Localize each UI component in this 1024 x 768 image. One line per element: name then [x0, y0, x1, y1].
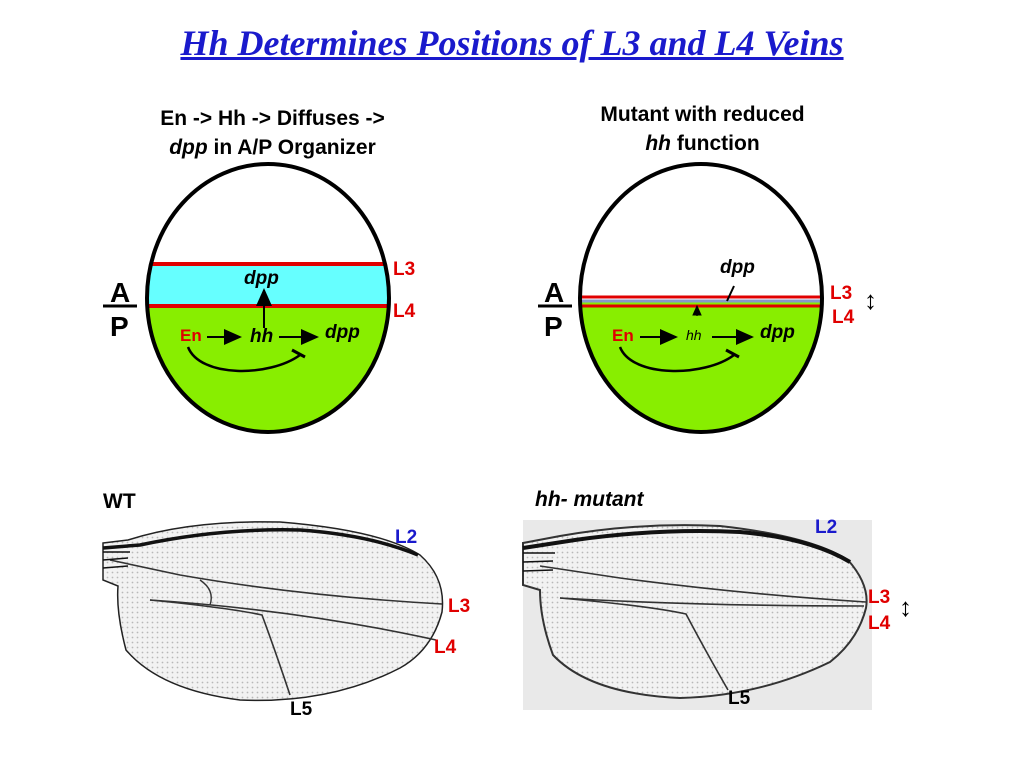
left-en-label: En [180, 326, 202, 345]
right-caption: Mutant with reduced hh function [530, 100, 875, 158]
right-caption-hh: hh [645, 132, 671, 155]
left-a-label: A [110, 277, 131, 308]
left-caption-line1: En -> Hh -> Diffuses -> [160, 107, 385, 130]
right-en-label: En [612, 326, 634, 345]
page-title: Hh Determines Positions of L3 and L4 Vei… [180, 23, 844, 63]
right-disc [538, 162, 824, 434]
mutant-l2-label: L2 [815, 517, 838, 538]
left-inhibit-curve [186, 346, 301, 373]
mutant-l3-label: L3 [868, 587, 891, 608]
right-disc-outline [578, 162, 824, 434]
right-dpp-top: dpp [720, 257, 755, 278]
mutant-l4-label: L4 [868, 613, 891, 634]
left-dpp-top: dpp [244, 268, 279, 289]
mutant-l5-label: L5 [728, 688, 751, 709]
wt-l4-label: L4 [434, 637, 457, 658]
right-hh-label: hh [686, 327, 702, 343]
wt-l5-label: L5 [290, 699, 313, 720]
right-inhibit-bar [725, 348, 740, 359]
right-p-label: P [544, 311, 563, 342]
right-l4-label: L4 [832, 307, 855, 328]
right-dpp-pointer [726, 285, 735, 302]
left-l4-label: L4 [393, 301, 416, 322]
right-inhibit-curve [618, 346, 735, 373]
wt-label: WT [103, 490, 136, 513]
right-caption-line1: Mutant with reduced [600, 103, 805, 126]
right-a-label: A [544, 277, 565, 308]
left-disc-outline [145, 162, 391, 434]
wt-wing-photo [102, 521, 444, 702]
left-l3-label: L3 [393, 259, 416, 280]
right-l3-label: L3 [830, 283, 853, 304]
left-caption-rest: in A/P Organizer [207, 136, 376, 159]
left-hh-label: hh [250, 326, 274, 347]
right-caption-rest: function [671, 132, 760, 155]
left-p-label: P [110, 311, 129, 342]
left-caption-line2: dpp in A/P Organizer [100, 133, 445, 162]
left-inhibit-bar [291, 348, 306, 359]
left-dpp-right: dpp [325, 322, 360, 343]
left-disc [103, 162, 391, 434]
mutant-label: hh- mutant [535, 488, 644, 511]
wt-l3-label: L3 [448, 596, 471, 617]
wt-l2-label: L2 [395, 527, 418, 548]
right-double-arrow: ↕ [864, 285, 877, 315]
mutant-double-arrow: ↕ [899, 592, 912, 622]
right-caption-line2: hh function [530, 129, 875, 158]
right-green-region [580, 302, 822, 432]
left-caption: En -> Hh -> Diffuses -> dpp in A/P Organ… [100, 104, 445, 162]
mutant-wing-photo [522, 520, 872, 710]
left-caption-dpp: dpp [169, 136, 208, 159]
right-dpp-right: dpp [760, 322, 795, 343]
